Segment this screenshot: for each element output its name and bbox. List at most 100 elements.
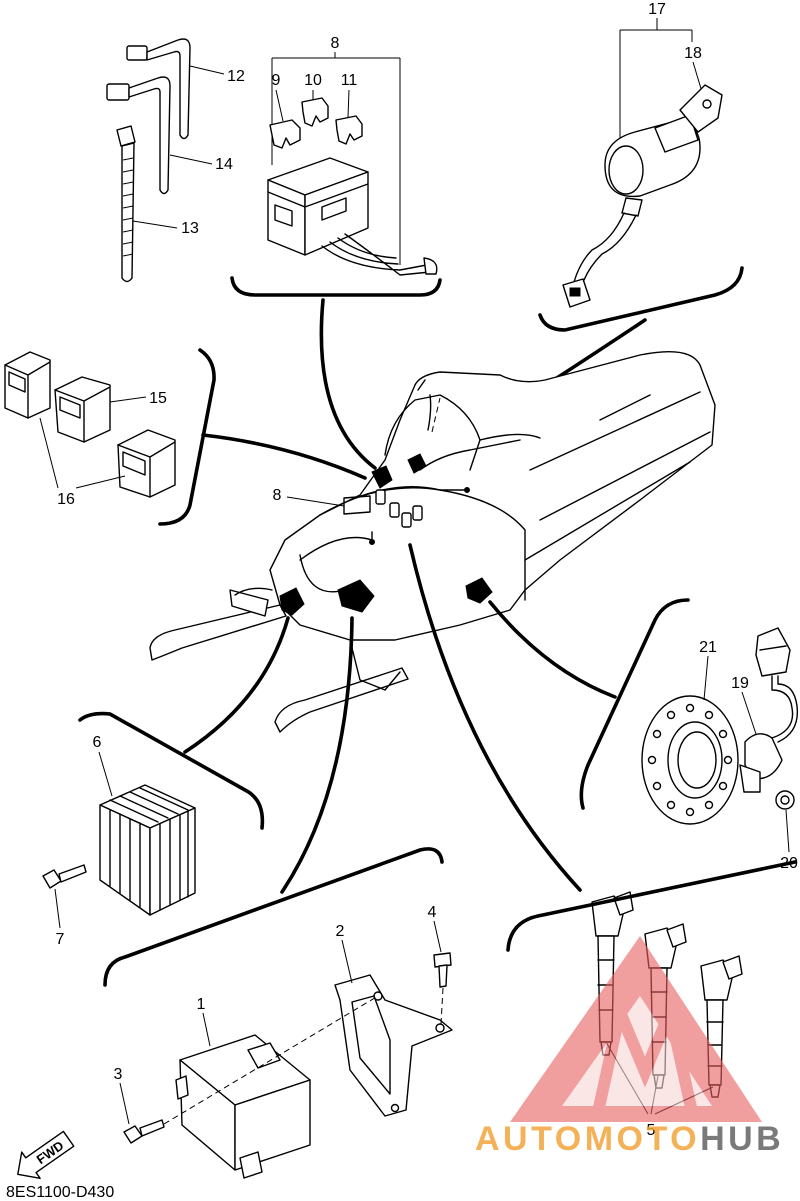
cdi-mount-tab	[247, 1042, 281, 1069]
rectifier-group-border	[78, 711, 265, 830]
fuse-11	[335, 115, 363, 145]
snowmobile-outline: 8	[149, 350, 716, 733]
bolt-4-shaft	[438, 964, 448, 988]
fuse-box-location	[371, 465, 393, 489]
bolt-7	[42, 864, 87, 889]
cdi-leader	[280, 616, 354, 894]
leader-4	[433, 920, 442, 953]
watermark-text-hub: HUB	[700, 1120, 784, 1158]
harness-fuse-d	[412, 505, 423, 521]
cable-tie-14	[106, 76, 171, 195]
drawing-code: 8ES1100-D430	[6, 1184, 114, 1201]
relay-box-1-edges	[4, 361, 51, 419]
harness-hidden-wire	[431, 397, 441, 433]
coil-c-connector	[722, 955, 743, 980]
pulse-ring-holes	[647, 703, 733, 817]
bracket-hole-b	[435, 1023, 445, 1033]
fuse-10	[301, 97, 329, 127]
leaders-16	[39, 417, 126, 489]
cable-tie-13-strap	[121, 142, 135, 283]
pulse-sensor-cable	[771, 675, 799, 743]
callout-4: 4	[428, 904, 437, 921]
bolt-7-shaft	[58, 864, 87, 883]
leaders-9-10-11	[275, 89, 350, 122]
relay-box-1-socket	[8, 371, 26, 393]
cdi-group-border	[103, 847, 444, 987]
callout-1: 1	[197, 996, 206, 1013]
snowmobile-body	[269, 350, 716, 641]
bolt-3	[123, 1119, 165, 1144]
watermark-m-mark	[592, 992, 698, 1114]
ignition-switch-location	[407, 453, 427, 474]
fwd-arrow: FWD	[17, 1130, 75, 1179]
pulse-sensor-location	[465, 577, 493, 604]
nut-hole	[780, 795, 790, 805]
snowmobile-ski-right	[274, 667, 409, 733]
bolt-4	[433, 952, 452, 988]
callout-12: 12	[227, 68, 245, 85]
cable-tie-group: 12 14 13	[106, 38, 245, 283]
callout-15: 15	[149, 390, 167, 407]
callout-18: 18	[684, 45, 702, 62]
relay-box-2-edges	[54, 386, 111, 443]
callout-14: 14	[215, 156, 233, 173]
fuse-box	[267, 157, 369, 256]
leader-3	[119, 1082, 130, 1125]
bolt-7-head	[42, 869, 62, 889]
pulse-ring-21	[641, 695, 739, 825]
bracket-8	[271, 52, 401, 265]
callout-6: 6	[93, 734, 102, 751]
cable-tie-12-head	[126, 45, 148, 61]
rectifier-location	[279, 587, 305, 616]
pulse-sensor-group: 21 19 20	[488, 598, 799, 872]
pulse-leader	[488, 600, 617, 699]
cdi-group: 1 2 3 4	[103, 616, 453, 1179]
nut-body	[775, 790, 795, 810]
bolt-3-head	[123, 1125, 143, 1144]
cable-tie-12	[126, 38, 191, 140]
leader-21	[703, 655, 709, 701]
wiring-harness	[299, 439, 521, 593]
relay-box-3-edges	[117, 441, 176, 498]
bolt-3-shaft	[139, 1119, 165, 1137]
relay-box-2-socket	[59, 396, 81, 419]
ignition-key	[679, 84, 723, 133]
callout-5: 5	[647, 1122, 656, 1139]
leader-8-harness	[286, 496, 345, 507]
leader-20	[785, 809, 790, 853]
leader-1	[202, 1012, 211, 1047]
bracket-hole-c	[390, 1103, 400, 1113]
coil-group-border	[506, 860, 797, 952]
relay-box-3-shell	[117, 429, 176, 498]
pulse-sensor-19	[739, 627, 799, 793]
rectifier-side-fins	[109, 809, 141, 908]
fuse-box-lid-line	[267, 183, 369, 208]
cable-tie-12-strap	[146, 38, 191, 140]
leader-6	[98, 751, 113, 797]
bracket-hole-a	[373, 991, 383, 1001]
fuse-box-wire-end	[423, 257, 438, 275]
coil-a-head	[591, 895, 625, 937]
watermark-triangle	[510, 936, 762, 1122]
snowmobile-front-suspension	[349, 639, 401, 691]
callout-13: 13	[181, 220, 199, 237]
relay-group: 15 16	[4, 348, 367, 526]
snowmobile-windshield	[384, 394, 481, 471]
coil-c-head	[700, 959, 734, 1001]
pulse-sensor-mount	[739, 764, 761, 793]
callout-2: 2	[336, 923, 345, 940]
callout-3: 3	[114, 1066, 123, 1083]
fuse-box-latch	[321, 197, 347, 221]
fwd-arrow-icon	[17, 1130, 75, 1179]
callout-21: 21	[699, 639, 717, 656]
snowmobile-seat-line	[479, 433, 541, 441]
watermark-text-auto: AUTOMOTO	[475, 1120, 700, 1158]
leader-13	[132, 220, 178, 229]
watermark-text: AUTOMOTOHUB	[475, 1120, 784, 1158]
pulse-sensor-connector-line	[759, 645, 787, 651]
cdi-mount-axis	[163, 995, 379, 1125]
callout-9: 9	[272, 72, 281, 89]
harness-fuse-c	[401, 512, 412, 528]
cable-tie-13-head	[116, 125, 136, 147]
